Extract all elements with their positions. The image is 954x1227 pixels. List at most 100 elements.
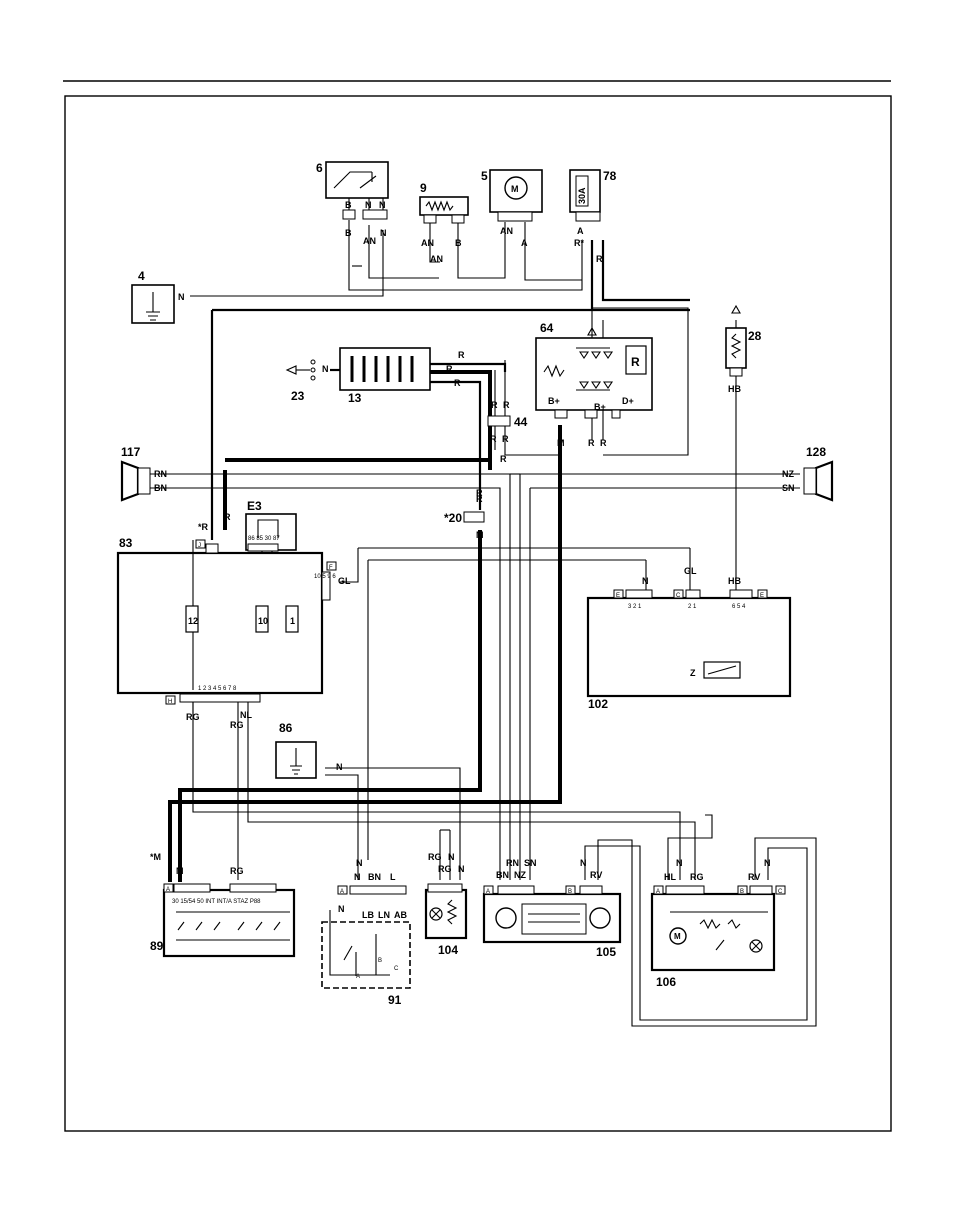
wire-105-n: N: [580, 858, 587, 868]
label-28: 28: [748, 329, 762, 343]
label-23: 23: [291, 389, 305, 403]
label-5: 5: [481, 169, 488, 183]
wire-4-n: N: [178, 292, 185, 302]
motor-m-label: M: [511, 184, 519, 194]
motor-106-m: M: [674, 932, 681, 941]
wire-6-b: B: [345, 228, 352, 238]
component-104: 104 RG N RG N: [424, 852, 468, 957]
wire-6-an: AN: [363, 236, 376, 246]
wire-91-ln: LN: [378, 910, 390, 920]
wire-104-rg: RG: [428, 852, 442, 862]
label-128: 128: [806, 445, 826, 459]
component-117: 117 RN BN: [120, 445, 167, 502]
component-64: R 64 B+ B+ D+ M R R: [535, 321, 653, 448]
label-78: 78: [603, 169, 617, 183]
label-106: 106: [656, 975, 676, 989]
wire-44-r2: R: [503, 400, 510, 410]
wire-6-n: N: [380, 228, 387, 238]
wire-106-rv: RV: [748, 872, 760, 882]
wire-91-n3: N: [338, 904, 345, 914]
wire-20-m: M: [476, 530, 484, 540]
label-105: 105: [596, 945, 616, 959]
label-6: 6: [316, 161, 323, 175]
c102-c-pins: 2 1: [688, 604, 697, 610]
wire-128-nz: NZ: [782, 469, 794, 479]
wire-105-rn: RN: [506, 858, 519, 868]
component-106: A B C M 106 HL N RG RV N: [650, 858, 786, 989]
wire-5-a: A: [521, 238, 528, 248]
component-5: M 5 AN A: [481, 169, 543, 248]
wire-91-l: L: [390, 872, 396, 882]
fuse-30a-label: 30A: [577, 187, 587, 204]
component-4: 4 N: [131, 269, 185, 324]
wire-105-rv: RV: [590, 870, 602, 880]
wire-106-n: N: [676, 858, 683, 868]
c102-e-pins: 3 2 1: [628, 604, 642, 610]
tag-e2: E: [760, 593, 764, 599]
regulator-r-label: R: [631, 355, 640, 369]
component-e3: E3 86 85 30 87: [245, 499, 297, 552]
component-28: 28 HB: [725, 304, 762, 394]
wire-78-rstar: R*: [574, 238, 584, 248]
c91-pin-a: A: [356, 974, 360, 980]
wire-104-n: N: [448, 852, 455, 862]
wire-104-n2: N: [458, 864, 465, 874]
fuse-1-label: 1: [290, 616, 295, 626]
wire-106-n2: N: [764, 858, 771, 868]
component-86: 86 N: [275, 721, 343, 779]
heavy-wires: [168, 240, 690, 882]
component-20: *20 R M: [444, 494, 485, 540]
wire-13-r3: R: [454, 378, 461, 388]
wire-9-an2: AN: [430, 254, 443, 264]
wire-128-sn: SN: [782, 483, 795, 493]
wire-44-r4: R: [502, 434, 509, 444]
label-64: 64: [540, 321, 554, 335]
wire-83-rg1: RG: [186, 712, 200, 722]
component-102: Z 102 E 3 2 1 C 2 1 E 6 5 4 N GL HB: [586, 566, 792, 711]
wire-86-n: N: [336, 762, 343, 772]
wire-91-ab: AB: [394, 910, 407, 920]
wire-5-an: AN: [500, 226, 513, 236]
label-86: 86: [279, 721, 293, 735]
wire-102-hb: HB: [728, 576, 741, 586]
wire-6-b-top: B: [345, 200, 352, 210]
wire-91-bn: BN: [368, 872, 381, 882]
c89-pins: 30 15/54 50 INT INT/A STAZ P88: [172, 899, 261, 905]
c91-pin-b: B: [378, 958, 382, 964]
label-91: 91: [388, 993, 402, 1007]
fuse-12-label: 12: [188, 616, 198, 626]
b-plus-2-label: B+: [594, 402, 606, 412]
tag-c106: C: [778, 889, 783, 895]
wire-83-gl: GL: [338, 576, 351, 586]
wire-106-rg: RG: [690, 872, 704, 882]
wire-83-star-r: *R: [198, 522, 209, 532]
wire-117-rn: RN: [154, 469, 167, 479]
tag-b106: B: [740, 889, 744, 895]
run-labels: R R: [476, 454, 507, 498]
wire-89-rg: RG: [230, 866, 244, 876]
component-6: 6 B N N B AN N: [316, 161, 389, 246]
wire-104-rg2: RG: [438, 864, 452, 874]
component-23: 23 N: [285, 359, 329, 403]
e3-pins: 86 85 30 87: [248, 536, 280, 542]
label-89: 89: [150, 939, 164, 953]
label-4: 4: [138, 269, 145, 283]
z-label: Z: [690, 668, 696, 678]
wire-91-n2: N: [354, 872, 361, 882]
wire-102-gl: GL: [684, 566, 697, 576]
wire-105-bn: BN: [496, 870, 509, 880]
wire-64-m: M: [557, 438, 565, 448]
wire-6-n2: N: [379, 200, 386, 210]
tag-f: F: [329, 565, 333, 571]
wire-9-b: B: [455, 238, 462, 248]
label-44: 44: [514, 415, 528, 429]
tag-h: H: [168, 699, 172, 705]
wire-106-hl: HL: [664, 872, 676, 882]
wire-83-nl: NL: [240, 710, 252, 720]
wire-run-r1: R: [476, 488, 483, 498]
component-44: 44 R R R R: [487, 400, 528, 444]
c91-pin-c: C: [394, 966, 399, 972]
fuse-10-label: 10: [258, 616, 268, 626]
component-78: 30A 78 A R* R: [569, 169, 617, 264]
